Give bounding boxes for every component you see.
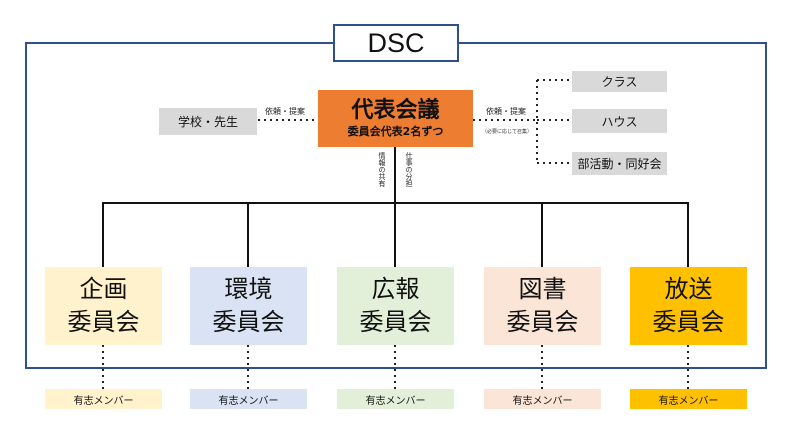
group-club-box: 部活動・同好会 <box>572 152 667 175</box>
committee-public-relations: 広報 委員会 <box>337 267 454 345</box>
volunteer-members-environment: 有志メンバー <box>190 389 307 409</box>
committee-name: 図書 <box>518 275 567 303</box>
school-teachers-box: 学校・先生 <box>159 108 257 135</box>
right-link-note: （必要に応じて召集） <box>482 129 533 135</box>
left-link-label: 依頼・提案 <box>265 107 305 116</box>
committee-broadcasting: 放送 委員会 <box>630 267 747 345</box>
committee-name: 環境 <box>224 275 273 303</box>
down-label-info-share: 情報の共有 <box>378 152 386 187</box>
right-link-label: 依頼・提案 <box>486 107 526 116</box>
committee-suffix: 委員会 <box>212 308 285 336</box>
committee-suffix: 委員会 <box>506 308 579 336</box>
committee-name: 放送 <box>664 275 713 303</box>
group-class-box: クラス <box>572 71 667 92</box>
committee-library: 図書 委員会 <box>484 267 601 345</box>
volunteer-members-public-relations: 有志メンバー <box>337 389 454 409</box>
committee-suffix: 委員会 <box>359 308 432 336</box>
committee-suffix: 委員会 <box>652 308 725 336</box>
dsc-title: DSC <box>333 24 459 62</box>
committee-name: 広報 <box>371 275 420 303</box>
representative-council-box: 代表会議 委員会代表2名ずつ <box>318 90 473 147</box>
group-house-box: ハウス <box>572 109 667 133</box>
committee-environment: 環境 委員会 <box>190 267 307 345</box>
committee-planning: 企画 委員会 <box>45 267 162 345</box>
committee-name: 企画 <box>79 275 128 303</box>
volunteer-members-library: 有志メンバー <box>484 389 601 409</box>
representative-council-note: 委員会代表2名ずつ <box>347 124 444 138</box>
committee-suffix: 委員会 <box>67 308 140 336</box>
volunteer-members-planning: 有志メンバー <box>45 389 162 409</box>
down-label-task-split: 仕事の分担 <box>405 152 413 187</box>
representative-council-title: 代表会議 <box>351 97 440 123</box>
volunteer-members-broadcasting: 有志メンバー <box>630 389 747 409</box>
